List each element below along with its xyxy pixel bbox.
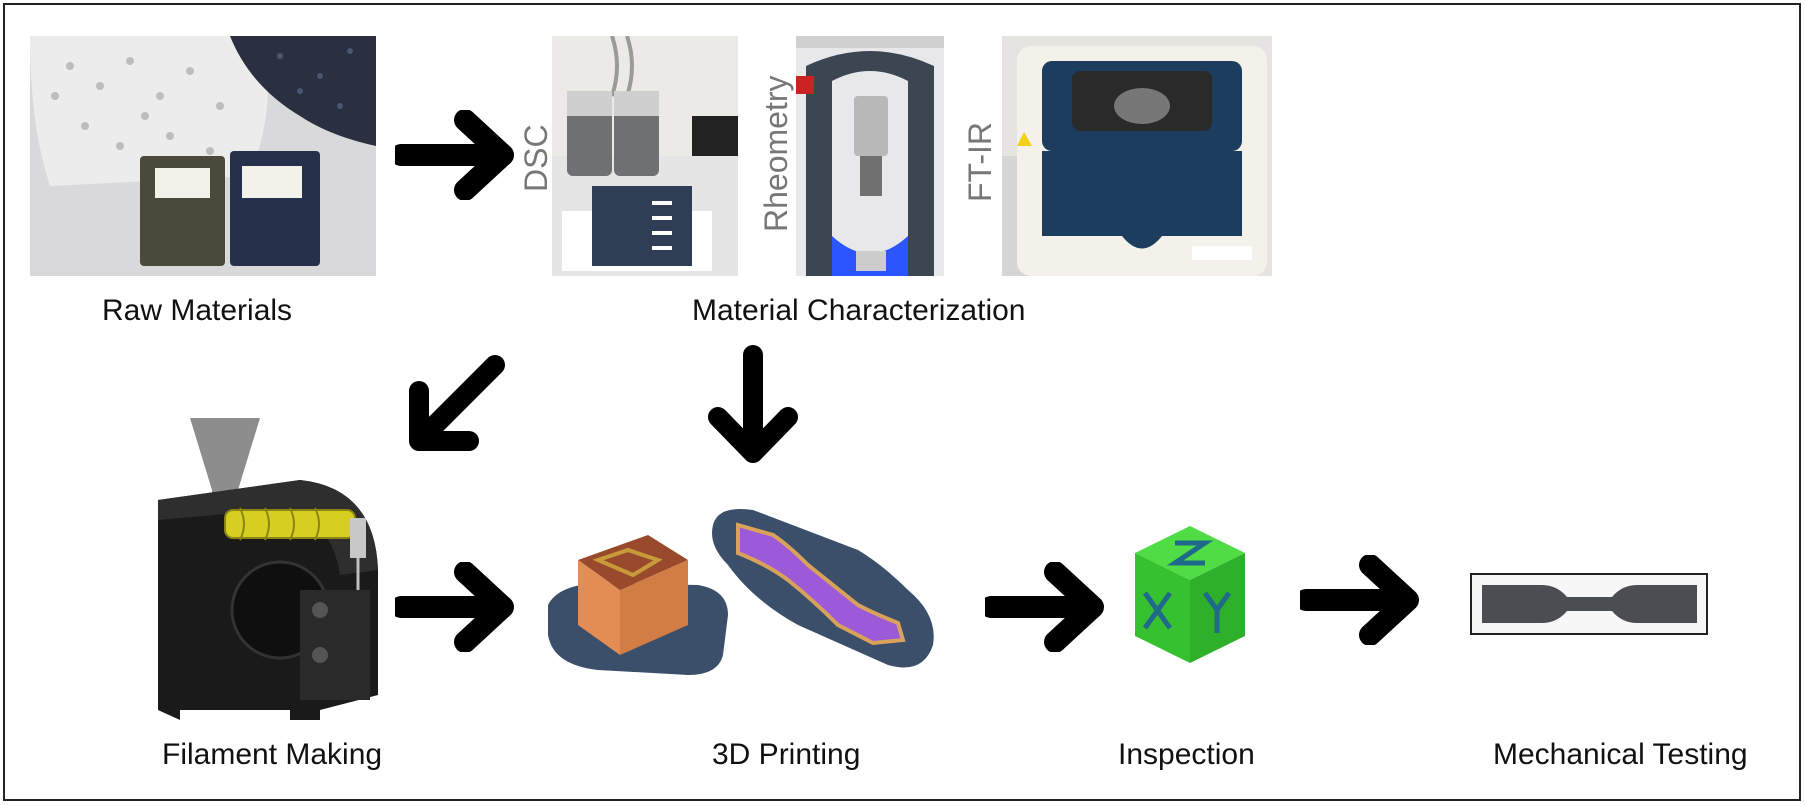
- tensile-specimen-image: [1470, 573, 1708, 635]
- diagram-frame: [3, 3, 1801, 801]
- dsc-label: DSC: [518, 124, 554, 192]
- 3d-printing-label: 3D Printing: [712, 738, 861, 771]
- arrow-right-icon: [985, 562, 1105, 652]
- raw-materials-photo: [30, 36, 376, 276]
- arrow-right-icon: [1300, 555, 1420, 645]
- rheometry-label: Rheometry: [758, 75, 794, 233]
- inspection-label: Inspection: [1118, 738, 1255, 771]
- arrow-right-icon: [395, 110, 515, 200]
- raw-materials-label: Raw Materials: [102, 294, 293, 327]
- ftir-photo: [1002, 36, 1272, 276]
- arrow-right-icon: [395, 562, 515, 652]
- material-characterization-label: Material Characterization: [692, 294, 1026, 327]
- ftir-label: FT-IR: [962, 122, 998, 202]
- filament-extruder-image: [150, 410, 390, 720]
- inspection-cube-image: [1125, 518, 1255, 668]
- arrow-down-icon: [708, 345, 798, 465]
- arrow-down-left-icon: [405, 355, 505, 455]
- 3d-printing-image: [538, 505, 943, 680]
- dsc-photo: [552, 36, 738, 276]
- rheometer-photo: [796, 36, 944, 276]
- filament-making-label: Filament Making: [162, 738, 383, 771]
- mechanical-testing-label: Mechanical Testing: [1493, 738, 1748, 771]
